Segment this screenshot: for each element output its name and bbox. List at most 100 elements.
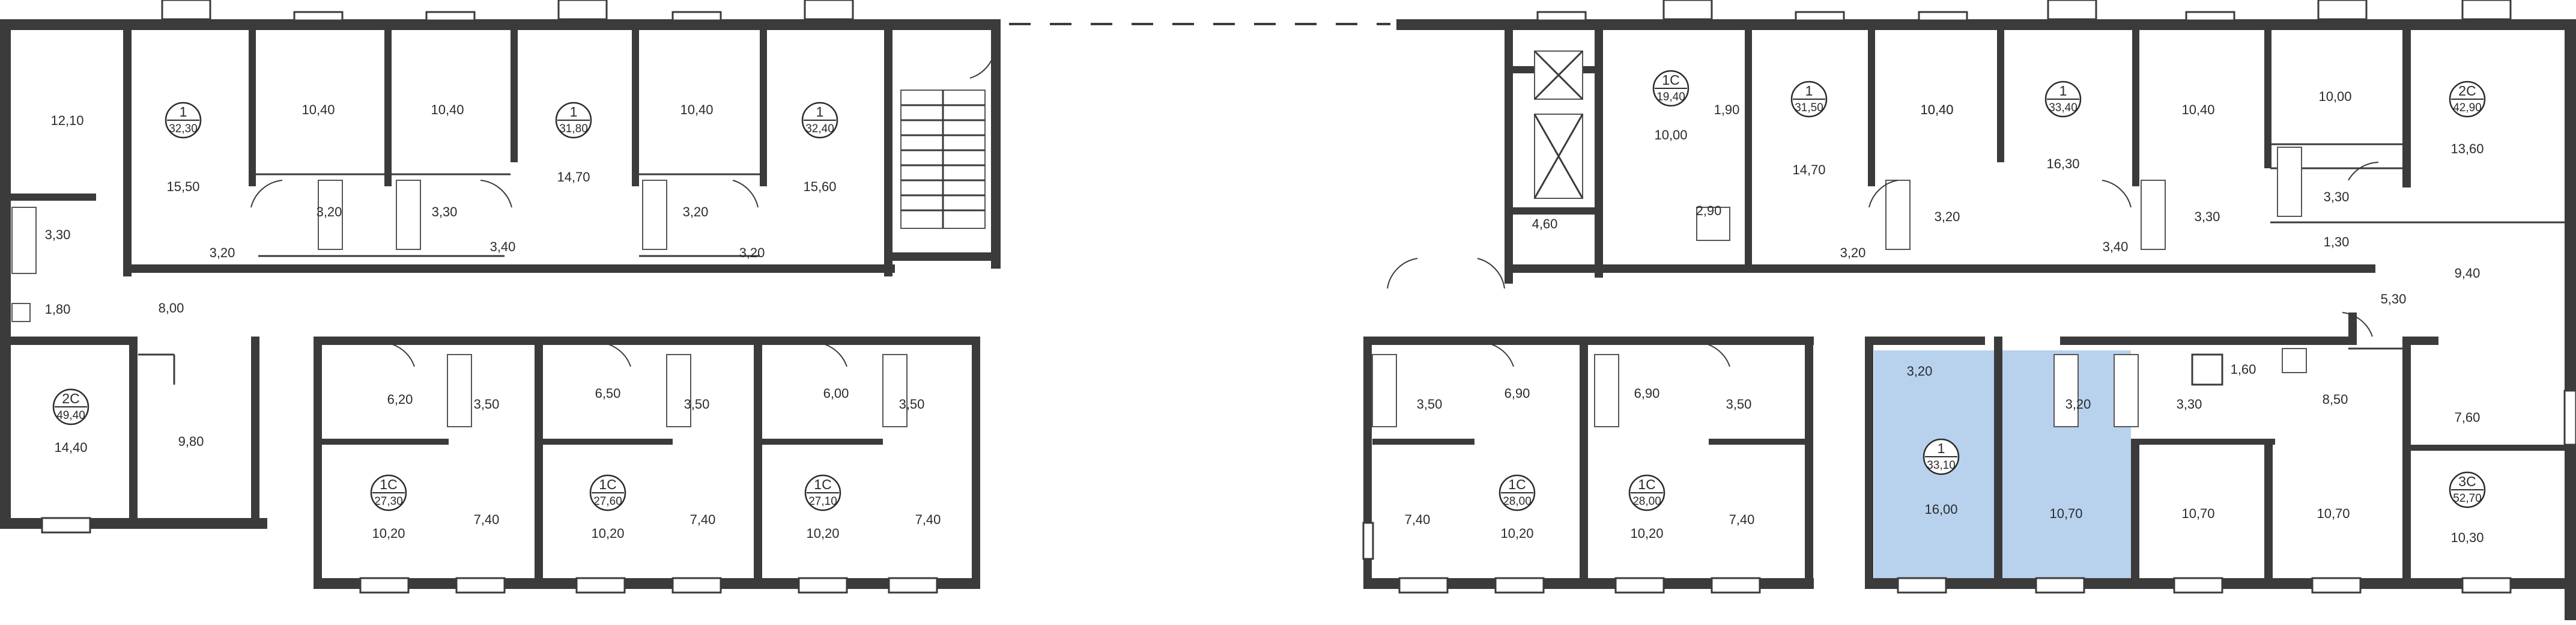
room-area: 6,50 <box>595 386 621 401</box>
room-area: 3,20 <box>1935 209 1960 224</box>
room-area: 9,40 <box>2455 266 2481 281</box>
apartment-badge[interactable]: 1С 27,10 <box>804 474 841 511</box>
interior-partitions <box>138 143 2565 386</box>
room-area: 3,50 <box>899 397 925 412</box>
room-area: 10,40 <box>431 102 464 117</box>
room-area: 3,50 <box>1726 397 1752 412</box>
apartment-badge[interactable]: 1 33,40 <box>2044 81 2082 118</box>
room-area: 10,00 <box>2318 89 2351 104</box>
room-area: 3,20 <box>210 245 235 260</box>
apartment-area: 49,40 <box>56 409 85 422</box>
apartment-area: 42,90 <box>2453 102 2482 114</box>
room-area: 7,40 <box>1729 512 1755 527</box>
room-area: 3,50 <box>684 397 710 412</box>
apartment-badge[interactable]: 1 32,40 <box>801 102 838 139</box>
room-area: 3,20 <box>2065 397 2091 412</box>
apartment-type: 1 <box>180 104 187 120</box>
room-area: 1,60 <box>2231 362 2256 377</box>
apartment-type: 1 <box>570 104 578 120</box>
room-area: 1,80 <box>45 302 71 317</box>
doors <box>250 53 2379 367</box>
apartment-type: 2С <box>62 391 79 406</box>
apartment-badge[interactable]: 3С 52,70 <box>2449 471 2486 508</box>
apartment-type: 3С <box>2458 474 2476 489</box>
room-area: 6,90 <box>1634 386 1660 401</box>
room-area: 8,00 <box>159 300 184 316</box>
room-area: 3,30 <box>45 227 71 242</box>
apartment-type: 1 <box>2059 83 2067 99</box>
room-area: 3,30 <box>2195 209 2220 224</box>
room-area: 7,40 <box>915 512 941 527</box>
room-area: 9,80 <box>178 434 204 449</box>
room-area: 10,70 <box>2317 506 2350 521</box>
bathroom-fixtures <box>11 147 2307 427</box>
left-block-walls <box>0 19 1001 589</box>
room-area: 10,40 <box>2181 102 2214 117</box>
apartment-badge[interactable]: 1С 28,00 <box>1499 474 1536 511</box>
apartment-area: 52,70 <box>2453 492 2482 505</box>
apartment-badge[interactable]: 1С 28,00 <box>1628 474 1665 511</box>
apartment-area: 33,40 <box>2049 102 2077 114</box>
room-area: 10,20 <box>1630 526 1663 541</box>
apartment-type: 1С <box>1638 477 1655 492</box>
room-area: 6,90 <box>1505 386 1530 401</box>
apartment-badge[interactable]: 1 31,50 <box>1790 81 1828 118</box>
room-area: 8,50 <box>2323 392 2348 407</box>
apartment-badge[interactable]: 2С 42,90 <box>2449 81 2486 118</box>
apartment-area: 31,50 <box>1795 102 1823 114</box>
room-area: 3,40 <box>2103 239 2129 254</box>
apartment-badge[interactable]: 1С 19,40 <box>1652 70 1690 107</box>
room-area: 7,40 <box>1405 512 1431 527</box>
apartment-area: 28,00 <box>1503 495 1532 508</box>
apartment-type: 1 <box>816 104 824 120</box>
apartment-type: 1С <box>1508 477 1526 492</box>
room-area: 6,00 <box>823 386 849 401</box>
room-area: 10,20 <box>591 526 624 541</box>
room-area: 3,30 <box>432 204 458 219</box>
room-area: 10,20 <box>372 526 405 541</box>
windows <box>41 0 2576 594</box>
room-area: 10,30 <box>2450 530 2484 545</box>
room-area: 10,40 <box>680 102 713 117</box>
room-area: 10,20 <box>1500 526 1533 541</box>
apartment-area: 28,00 <box>1632 495 1661 508</box>
apartment-badge[interactable]: 1С 27,60 <box>589 474 626 511</box>
room-area: 3,20 <box>1907 364 1933 379</box>
stairwell <box>900 50 1584 229</box>
room-area: 15,60 <box>803 179 836 194</box>
apartment-area: 27,10 <box>808 495 837 508</box>
room-area: 16,00 <box>1924 502 1957 517</box>
room-area: 7,60 <box>2455 410 2481 425</box>
apartment-area: 27,60 <box>593 495 622 508</box>
room-area: 10,00 <box>1654 127 1687 142</box>
apartment-type: 1С <box>599 477 616 492</box>
apartment-badge[interactable]: 1С 27,30 <box>370 474 407 511</box>
room-area: 10,40 <box>1920 102 1953 117</box>
room-area: 10,70 <box>2181 506 2214 521</box>
apartment-area: 33,10 <box>1927 459 1956 472</box>
room-area: 4,60 <box>1532 216 1558 231</box>
room-area: 3,30 <box>2177 397 2202 412</box>
room-area: 3,30 <box>2324 189 2350 204</box>
apartment-type: 1С <box>814 477 831 492</box>
room-area: 5,30 <box>2381 291 2407 306</box>
apartment-type: 1 <box>1805 83 1813 99</box>
apartment-area: 32,30 <box>169 123 198 135</box>
apartment-type: 1С <box>1662 72 1679 88</box>
room-area: 7,40 <box>690 512 716 527</box>
room-area: 10,40 <box>302 102 335 117</box>
room-area: 13,60 <box>2450 141 2484 156</box>
apartment-badge[interactable]: 2С 49,40 <box>52 388 89 425</box>
room-area: 16,30 <box>2046 156 2079 171</box>
room-area: 14,40 <box>54 440 87 455</box>
room-area: 10,70 <box>2049 506 2082 521</box>
room-area: 10,40 <box>1920 102 1953 117</box>
room-area: 3,50 <box>1417 397 1443 412</box>
apartment-badge[interactable]: 1 33,10 <box>1923 438 1960 475</box>
room-area: 6,20 <box>387 392 413 407</box>
apartment-badge[interactable]: 1 31,80 <box>555 102 592 139</box>
room-area: 3,40 <box>490 239 516 254</box>
apartment-badge[interactable]: 1 32,30 <box>165 102 202 139</box>
room-area: 3,20 <box>683 204 709 219</box>
